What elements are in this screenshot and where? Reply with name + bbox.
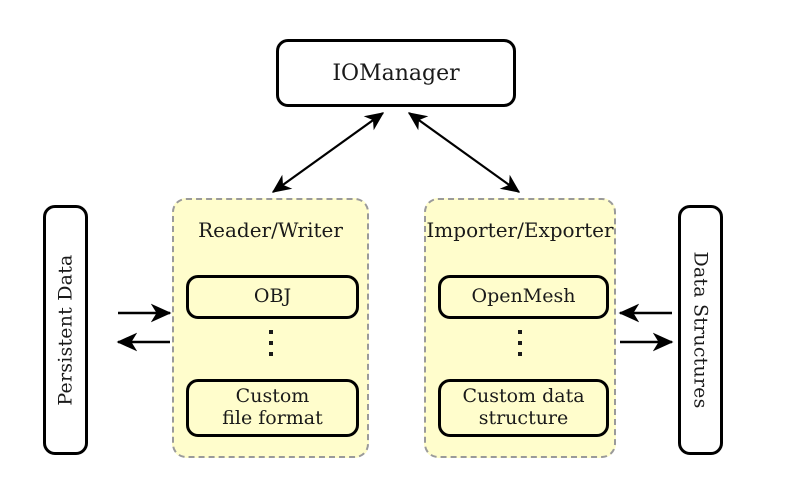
panel-importer-exporter-title: Importer/Exporter [426, 218, 614, 242]
node-iomanager[interactable]: IOManager [276, 39, 516, 107]
node-data-structures-label: Data Structures [689, 251, 712, 409]
node-obj-label: OBJ [253, 285, 292, 308]
node-openmesh-label: OpenMesh [471, 285, 576, 308]
ellipsis-icon-importer-exporter [426, 330, 614, 356]
panel-reader-writer-title: Reader/Writer [198, 218, 343, 242]
node-iomanager-label: IOManager [332, 60, 460, 86]
node-persistent-data[interactable]: Persistent Data [43, 205, 88, 455]
node-openmesh[interactable]: OpenMesh [438, 275, 609, 319]
node-data-structures[interactable]: Data Structures [678, 205, 723, 455]
arrow-iomanager-importer-exporter [407, 112, 521, 193]
ellipsis-icon-reader-writer [174, 330, 367, 356]
node-obj[interactable]: OBJ [186, 275, 359, 319]
node-persistent-data-label: Persistent Data [54, 254, 77, 406]
arrow-iomanager-reader-writer [271, 112, 385, 193]
